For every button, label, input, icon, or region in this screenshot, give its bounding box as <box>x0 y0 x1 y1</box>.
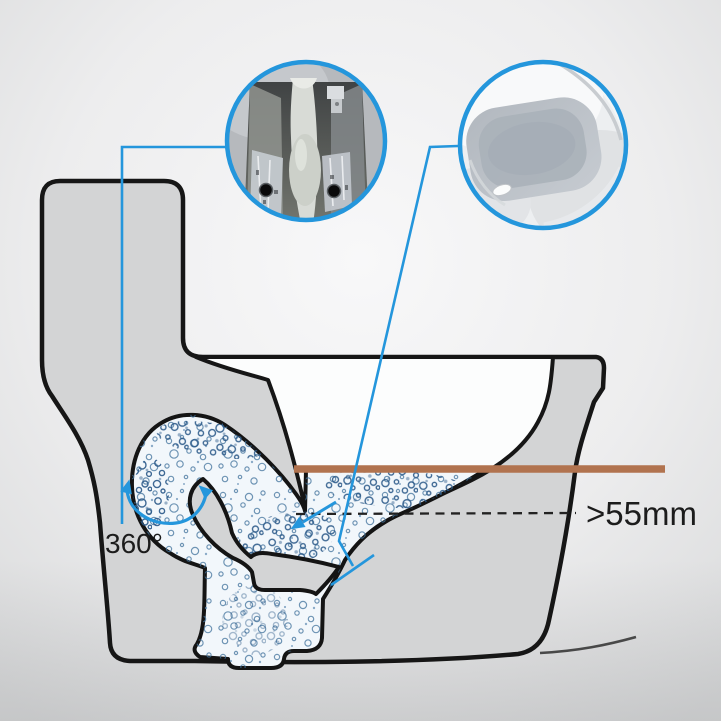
callout-border-underside <box>224 59 388 223</box>
rim-jet-hole <box>492 183 512 197</box>
trap-inner-wall <box>187 477 341 596</box>
seal-depth-dashed-line <box>295 511 577 516</box>
bolt-hole-right <box>326 183 342 199</box>
arrowhead-flow-icon <box>290 516 306 530</box>
leader-lines <box>120 144 459 587</box>
toilet-cross-section: >55mm 360° <box>39 144 697 670</box>
rotation-arrow <box>120 479 337 530</box>
rotation-label: 360° <box>105 528 163 559</box>
floor-line <box>539 635 637 655</box>
callout-border-bowl <box>457 59 629 231</box>
trapway-water <box>129 412 490 670</box>
seal-cross-line <box>330 553 375 587</box>
leader-line-bowl <box>337 144 459 567</box>
leader-line-underside <box>120 145 226 524</box>
arrowhead-right-icon <box>198 485 213 500</box>
trapway-underside-photo <box>227 62 385 220</box>
callout-underside <box>224 59 388 223</box>
bolt-hole-left <box>258 182 274 198</box>
seal-depth-label: >55mm <box>586 495 697 532</box>
